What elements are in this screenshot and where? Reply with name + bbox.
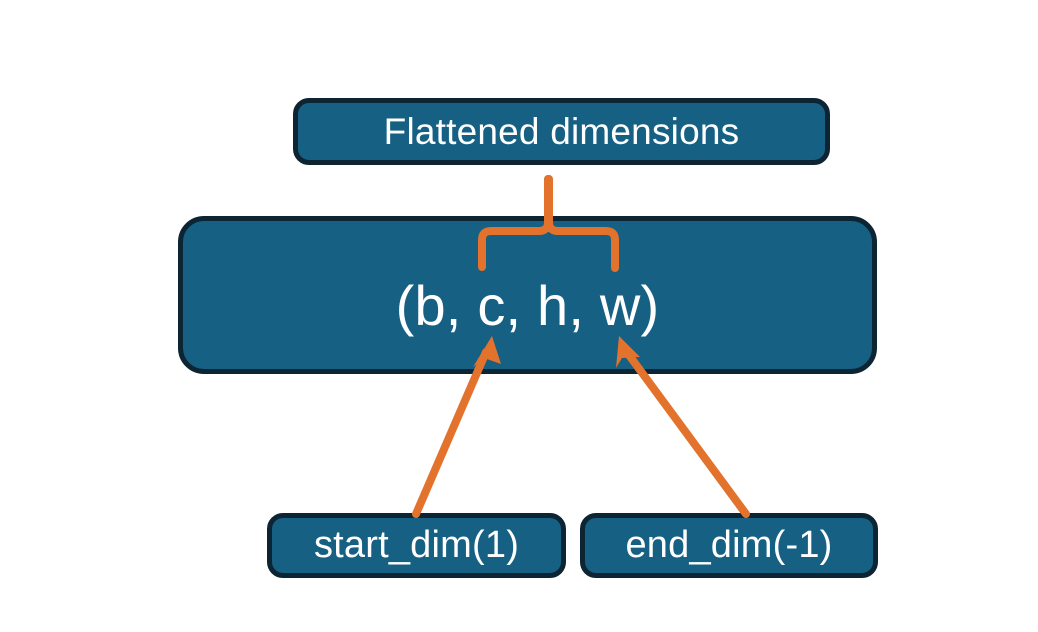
end-dim-box[interactable]: end_dim(-1) (580, 513, 878, 578)
flattened-dimensions-box[interactable]: Flattened dimensions (293, 98, 830, 165)
tensor-shape-box[interactable]: (b, c, h, w) (178, 216, 877, 374)
tensor-shape-label: (b, c, h, w) (395, 273, 660, 337)
start-dim-label: start_dim(1) (313, 524, 520, 566)
flattened-dimensions-label: Flattened dimensions (383, 110, 740, 152)
start-dim-box[interactable]: start_dim(1) (267, 513, 566, 578)
end-dim-label: end_dim(-1) (625, 524, 833, 566)
